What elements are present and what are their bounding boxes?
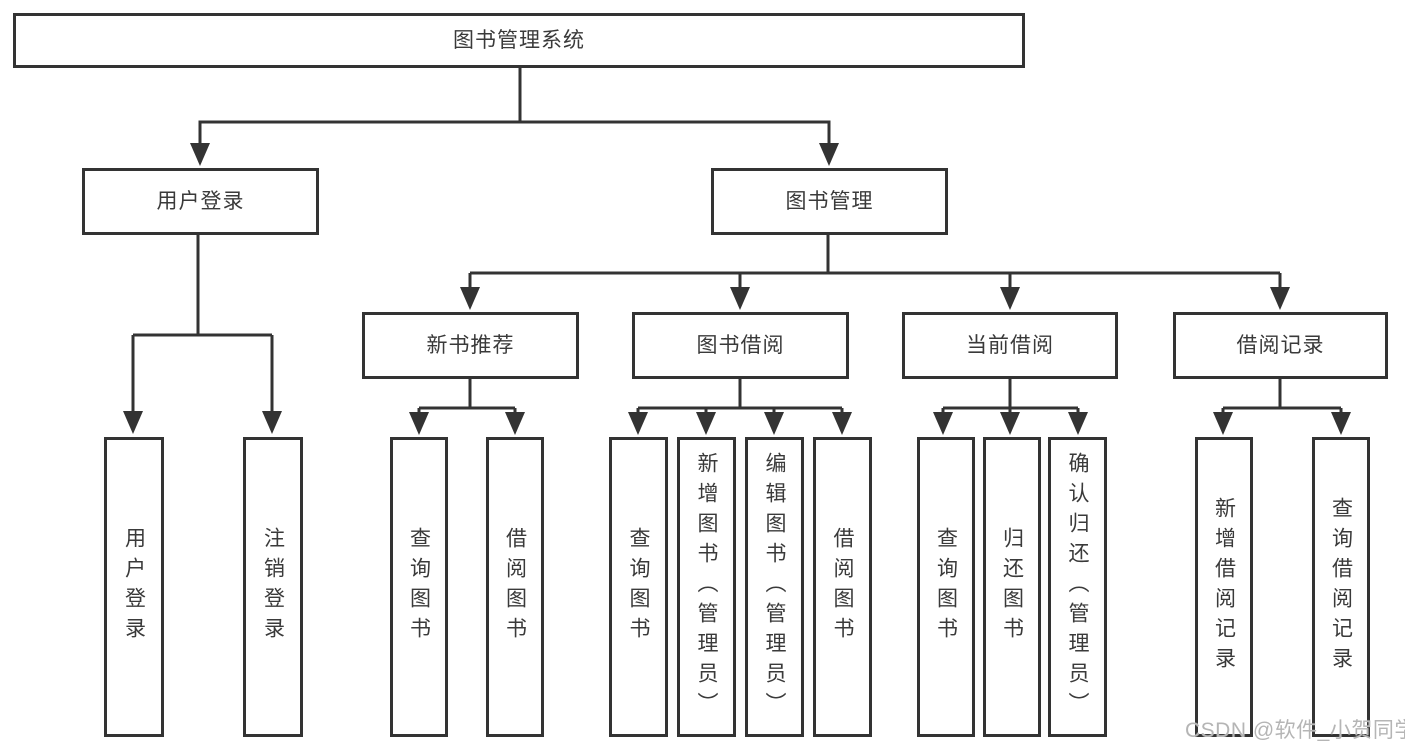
node-label: 注销登录 bbox=[261, 527, 285, 647]
leaf-query-borrow-record: 查询借阅记录 bbox=[1312, 437, 1370, 737]
node-label: 用户登录 bbox=[122, 527, 146, 647]
connector-new-book-recommend-to-leaves bbox=[409, 379, 525, 435]
arrowhead-down-icon bbox=[1000, 412, 1020, 435]
node-borrow-records: 借阅记录 bbox=[1173, 312, 1388, 379]
node-label: 借阅图书 bbox=[503, 527, 527, 647]
leaf-query-books-borrowing: 查询图书 bbox=[609, 437, 668, 737]
arrowhead-down-icon bbox=[262, 411, 282, 434]
arrowhead-down-icon bbox=[819, 143, 839, 166]
connector-current-borrowing-to-leaves bbox=[933, 379, 1088, 435]
connector-user-login-to-leaves bbox=[123, 235, 282, 434]
node-label: 查询借阅记录 bbox=[1329, 497, 1353, 677]
arrowhead-down-icon bbox=[1068, 412, 1088, 435]
arrowhead-down-icon bbox=[933, 412, 953, 435]
leaf-logout-login: 注销登录 bbox=[243, 437, 303, 737]
node-label: 借阅记录 bbox=[1236, 334, 1325, 357]
arrowhead-down-icon bbox=[696, 412, 716, 435]
arrowhead-down-icon bbox=[409, 412, 429, 435]
connector-borrow-records-to-leaves bbox=[1213, 379, 1351, 435]
node-label: 查询图书 bbox=[407, 527, 431, 647]
arrowhead-down-icon bbox=[764, 412, 784, 435]
leaf-add-borrow-record: 新增借阅记录 bbox=[1195, 437, 1253, 737]
arrowhead-down-icon bbox=[730, 287, 750, 310]
arrowhead-down-icon bbox=[832, 412, 852, 435]
leaf-edit-books-admin: 编辑图书（管理员） bbox=[745, 437, 804, 737]
arrowhead-down-icon bbox=[460, 287, 480, 310]
arrowhead-down-icon bbox=[1331, 412, 1351, 435]
node-label: 当前借阅 bbox=[966, 334, 1054, 357]
arrowhead-down-icon bbox=[628, 412, 648, 435]
node-book-management: 图书管理 bbox=[711, 168, 948, 235]
connector-book-borrowing-to-leaves bbox=[628, 379, 852, 435]
node-label: 借阅图书 bbox=[831, 527, 854, 647]
node-label: 新增图书（管理员） bbox=[695, 452, 718, 722]
leaf-return-books: 归还图书 bbox=[983, 437, 1041, 737]
node-label: 图书管理 bbox=[785, 190, 874, 213]
node-label: 确认归还（管理员） bbox=[1066, 452, 1089, 722]
node-label: 图书管理系统 bbox=[453, 29, 585, 52]
node-label: 新增借阅记录 bbox=[1212, 497, 1236, 677]
connector-root-to-level2 bbox=[190, 66, 839, 166]
watermark: CSDN @软件_小贺同学 bbox=[1185, 719, 1405, 742]
arrowhead-down-icon bbox=[190, 143, 210, 166]
node-book-borrowing: 图书借阅 bbox=[632, 312, 849, 379]
node-label: 编辑图书（管理员） bbox=[763, 452, 786, 722]
leaf-confirm-return-admin: 确认归还（管理员） bbox=[1048, 437, 1107, 737]
leaf-query-books-current: 查询图书 bbox=[917, 437, 975, 737]
leaf-add-books-admin: 新增图书（管理员） bbox=[677, 437, 736, 737]
leaf-query-books-recommend: 查询图书 bbox=[390, 437, 448, 737]
node-user-login: 用户登录 bbox=[82, 168, 319, 235]
node-label: 查询图书 bbox=[934, 527, 958, 647]
node-label: 图书借阅 bbox=[696, 334, 785, 357]
node-label: 查询图书 bbox=[627, 527, 650, 647]
node-label: 归还图书 bbox=[1000, 527, 1024, 647]
node-label: 新书推荐 bbox=[426, 334, 515, 357]
leaf-borrow-books-borrowing: 借阅图书 bbox=[813, 437, 872, 737]
node-label: 用户登录 bbox=[156, 190, 245, 213]
arrowhead-down-icon bbox=[1270, 287, 1290, 310]
node-root: 图书管理系统 bbox=[13, 13, 1025, 68]
arrowhead-down-icon bbox=[1213, 412, 1233, 435]
connector-book-management-to-level3 bbox=[460, 234, 1290, 310]
arrowhead-down-icon bbox=[1000, 287, 1020, 310]
node-current-borrowing: 当前借阅 bbox=[902, 312, 1118, 379]
leaf-borrow-books-recommend: 借阅图书 bbox=[486, 437, 544, 737]
arrowhead-down-icon bbox=[123, 411, 143, 434]
leaf-user-login: 用户登录 bbox=[104, 437, 164, 737]
arrowhead-down-icon bbox=[505, 412, 525, 435]
node-new-book-recommend: 新书推荐 bbox=[362, 312, 579, 379]
